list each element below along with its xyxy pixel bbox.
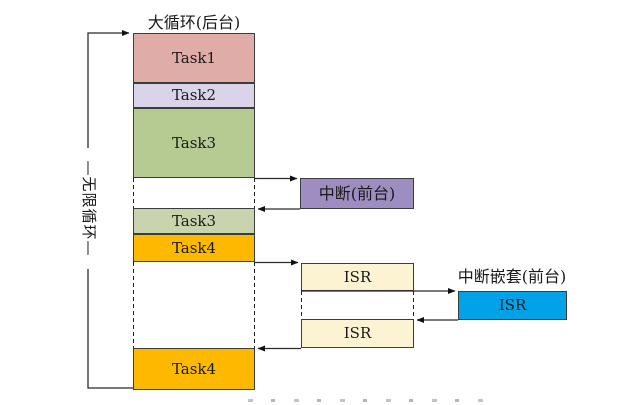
task-box-task4: Task4 [133, 234, 255, 262]
task-box-task3-resumed: Task3 [133, 208, 255, 234]
task-box-task4-resumed: Task4 [133, 348, 255, 390]
dashed-guide-isr-gap [301, 291, 414, 319]
task-box-task2: Task2 [133, 83, 255, 108]
task-box-task1: Task1 [133, 33, 255, 83]
isr-box-2: ISR [301, 319, 414, 348]
task-box-task3: Task3 [133, 108, 255, 178]
nested-interrupt-caption: 中断嵌套(前台) [457, 267, 567, 286]
isr-box-1: ISR [301, 263, 414, 291]
background-loop-title: 大循环(后台) [147, 13, 241, 32]
interrupt-box: 中断(前台) [300, 178, 414, 209]
infinite-loop-label: —无限循环— [80, 148, 98, 269]
nested-isr-box: ISR [458, 291, 567, 320]
dashed-guide-gap1 [133, 178, 255, 208]
dashed-guide-gap2 [133, 262, 255, 348]
caption-fragment [248, 399, 496, 402]
